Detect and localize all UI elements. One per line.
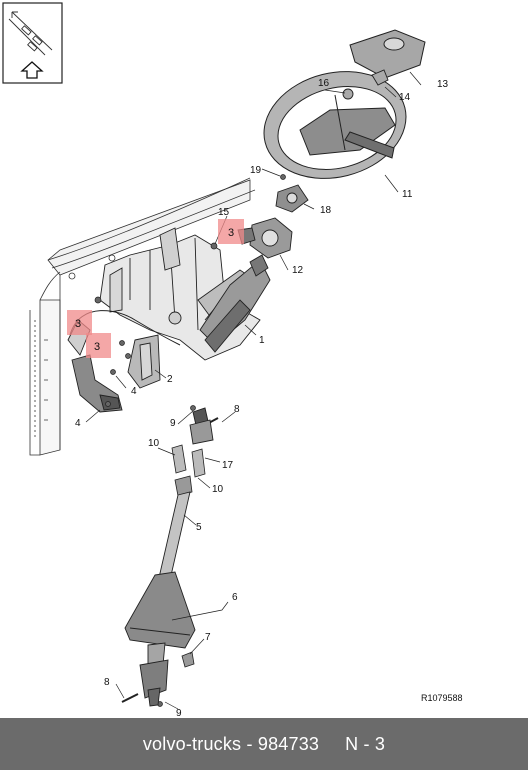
steering-wheel [263,71,407,179]
footer-bar: volvo-trucks - 984733 N - 3 [0,718,528,770]
lower-shaft [139,642,169,707]
callout-9-top: 9 [170,418,176,429]
callout-6: 6 [232,592,238,603]
upper-column [199,254,271,353]
steering-switch-unit [237,217,293,259]
shaft-bearings [171,444,206,497]
callout-7: 7 [205,632,211,643]
parts-diagram: 1 2 3 3 3 4 4 5 6 7 8 8 9 9 10 10 11 12 … [2,2,463,719]
callout-4-right: 4 [131,386,137,397]
callout-11: 11 [402,189,413,200]
callout-19: 19 [250,165,262,176]
callout-5: 5 [196,522,202,533]
callout-10-lower: 10 [212,484,224,495]
callout-1: 1 [259,335,265,346]
callout-8-top: 8 [234,404,240,415]
footer-part-number: 984733 [257,733,320,754]
callout-16: 16 [318,78,330,89]
callout-9-bottom: 9 [176,708,182,718]
callout-8-bottom: 8 [104,677,110,688]
dashboard-panel [29,177,256,456]
callouts: 1 2 3 3 3 4 4 5 6 7 8 8 9 9 10 10 11 12 … [75,78,449,719]
callout-3-left: 3 [75,318,81,330]
callout-14: 14 [399,92,411,103]
callout-3-mid: 3 [94,341,100,353]
center-bolt [342,88,354,100]
drain-plug [181,651,195,668]
callout-4-left: 4 [75,418,81,429]
footer-gap [319,734,345,755]
trim-panel [127,334,161,389]
callout-13: 13 [437,79,449,90]
steering-column-diagram: 1 2 3 3 3 4 4 5 6 7 8 8 9 9 10 10 11 12 … [2,2,463,719]
highlight-box-3-left [67,310,92,335]
callout-10-upper: 10 [148,438,160,449]
highlight-box-3-top [218,219,244,244]
reference-code: R1079588 [421,693,463,703]
direction-indicator [2,2,63,84]
footer-position: N - 3 [345,733,386,754]
callout-12: 12 [292,265,304,276]
callout-2: 2 [167,374,173,385]
footer-brand: volvo-trucks [142,733,242,754]
highlight-box-3-mid [86,333,111,358]
orientation-icon [8,11,53,56]
upper-universal-joint [189,407,214,445]
callout-3-top: 3 [228,227,234,239]
highlight-markers [67,219,244,358]
airbag-module [349,29,426,79]
arrow-up-icon [20,61,44,79]
callout-18: 18 [320,205,332,216]
rubber-boot [124,571,196,649]
callout-17: 17 [222,460,234,471]
footer-separator: - [241,733,258,754]
callout-15: 15 [218,207,230,218]
horn-contact [371,69,389,86]
clock-spring [275,184,309,213]
intermediate-shaft [157,491,191,583]
